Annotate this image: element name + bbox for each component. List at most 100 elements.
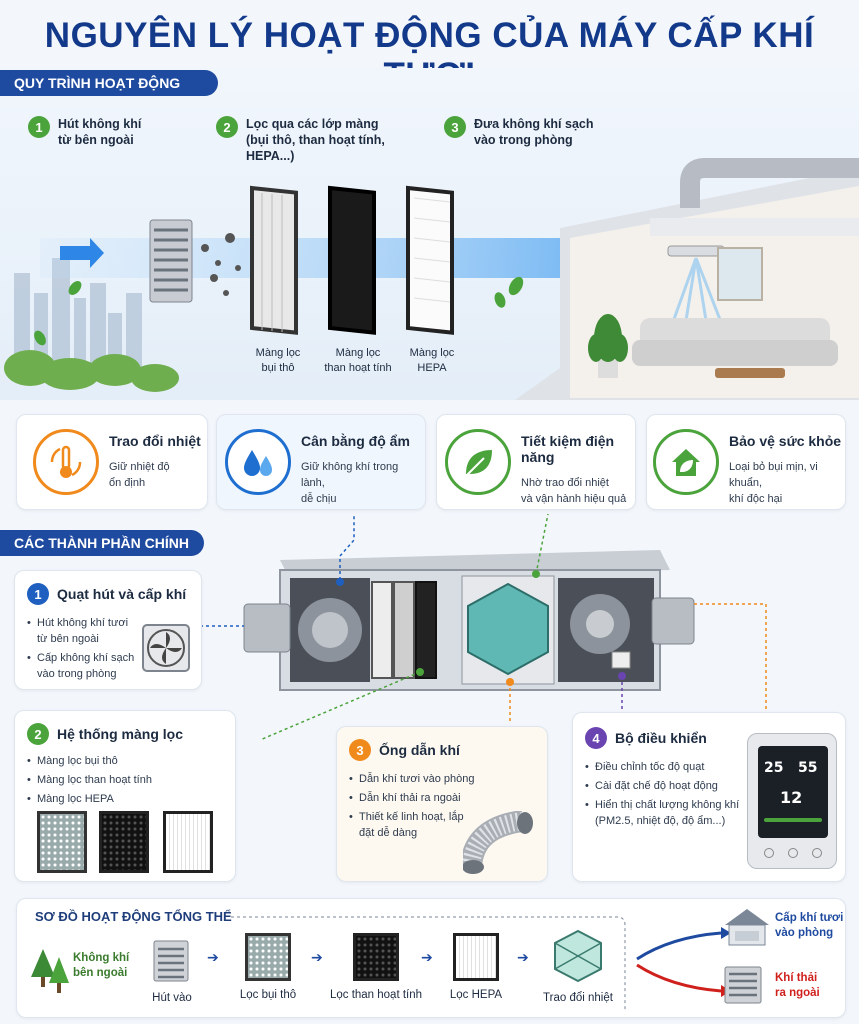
benefit-card-energy-saving: Tiết kiệm điện năng Nhờ trao đổi nhiệt v… <box>436 414 636 510</box>
process-section-label: QUY TRÌNH HOẠT ĐỘNG <box>0 70 218 96</box>
dashed-flow-border <box>231 916 626 1011</box>
step-text: Hút không khí từ bên ngoài <box>58 117 142 147</box>
thermometer-icon <box>33 429 99 495</box>
carbon-filter-icon <box>99 811 149 873</box>
process-section: QUY TRÌNH HOẠT ĐỘNG 1 Hút không khí từ b… <box>0 68 859 400</box>
flow-source-label: Không khí bên ngoài <box>73 952 130 979</box>
flow-stage-carbon: Lọc than hoạt tính <box>323 933 429 1001</box>
vent-icon <box>153 940 189 982</box>
flow-arrow-icon: ➔ <box>421 949 433 965</box>
benefit-card-health: Bảo vệ sức khỏe Loại bỏ bụi mịn, vi khuẩ… <box>646 414 846 510</box>
benefit-title: Cân bằng độ ẩm <box>301 433 410 449</box>
flow-arrow-icon: ➔ <box>207 949 219 965</box>
heat-exchanger-icon <box>554 929 602 983</box>
flow-section: SƠ ĐỒ HOẠT ĐỘNG TỔNG THỂ Không khí bên n… <box>16 898 846 1018</box>
component-duct-list: Dẫn khí tươi vào phòng Dẫn khí thải ra n… <box>349 771 479 844</box>
component-card-fan: 1 Quạt hút và cấp khí Hút không khí tươi… <box>14 570 202 690</box>
flow-arrow-icon: ➔ <box>311 949 323 965</box>
benefit-title: Tiết kiệm điện năng <box>521 433 615 465</box>
list-item: Màng lọc bụi thô <box>27 753 227 769</box>
process-step-2: 2 Lọc qua các lớp màng (bụi thô, than ho… <box>216 116 385 164</box>
flow-section-label: SƠ ĐỒ HOẠT ĐỘNG TỔNG THỂ <box>35 909 232 924</box>
list-item: Hút không khí tươi từ bên ngoài <box>27 615 137 647</box>
benefit-desc: Loại bỏ bụi mịn, vi khuẩn, khí độc hại <box>729 461 818 505</box>
controller-screen: 25 55 12 <box>758 746 828 838</box>
component-card-controller: 4 Bộ điều khiển Điều chỉnh tốc độ quạt C… <box>572 712 846 882</box>
process-illustration <box>0 68 859 400</box>
exhaust-vent-icon <box>724 966 762 1004</box>
benefit-card-humidity: Cân bằng độ ẩm Giữ không khí trong lành,… <box>216 414 426 510</box>
component-filters-list: Màng lọc bụi thô Màng lọc than hoạt tính… <box>27 753 227 810</box>
display-pm: 12 <box>780 788 803 807</box>
display-humidity: 55 <box>798 760 818 776</box>
flexible-duct-icon <box>463 811 533 874</box>
flow-stage-label: Hút vào <box>152 992 192 1004</box>
component-title: Bộ điều khiển <box>615 730 707 746</box>
coarse-filter-icon <box>245 933 291 981</box>
filter-label-hepa: Màng lọc HEPA <box>409 347 455 374</box>
flow-output-supply: Cấp khí tươi vào phòng <box>775 912 844 939</box>
list-item: Màng lọc than hoạt tính <box>27 772 227 788</box>
components-section-label: CÁC THÀNH PHẦN CHÍNH <box>0 530 204 556</box>
component-card-duct: 3 Ống dẫn khí Dẫn khí tươi vào phòng Dẫn… <box>336 726 548 882</box>
flow-arrow-icon: ➔ <box>517 949 529 965</box>
list-item: Dẫn khí tươi vào phòng <box>349 771 479 787</box>
output-arrows <box>636 927 731 997</box>
flow-stage-label: Lọc bụi thô <box>239 989 297 1001</box>
step-text: Lọc qua các lớp màng (bụi thô, than hoạt… <box>246 117 385 163</box>
house-leaf-icon <box>653 429 719 495</box>
flow-stage-intake: Hút vào <box>141 939 203 1004</box>
flow-stage-label: Lọc than hoạt tính <box>329 989 423 1001</box>
component-card-filters: 2 Hệ thống màng lọc Màng lọc bụi thô Màn… <box>14 710 236 882</box>
component-number: 3 <box>349 739 371 761</box>
benefit-title: Bảo vệ sức khỏe <box>729 433 842 449</box>
filter-label-carbon: Màng lọc than hoạt tính <box>324 347 392 374</box>
flow-stage-coarse: Lọc bụi thô <box>233 933 303 1001</box>
component-fan-list: Hút không khí tươi từ bên ngoài Cấp khôn… <box>27 615 137 685</box>
controller-button[interactable] <box>764 848 774 858</box>
fan-icon <box>142 624 190 672</box>
component-number: 4 <box>585 727 607 749</box>
step-number: 1 <box>28 116 50 138</box>
step-number: 3 <box>444 116 466 138</box>
ventilation-unit-illustration <box>243 550 695 691</box>
component-title: Quạt hút và cấp khí <box>57 586 187 602</box>
step-text: Đưa không khí sạch vào trong phòng <box>474 117 594 147</box>
component-title: Hệ thống màng lọc <box>57 726 183 742</box>
benefit-desc: Nhờ trao đổi nhiệt và vận hành hiệu quả <box>521 477 627 505</box>
list-item: Điều chỉnh tốc độ quạt <box>585 759 745 775</box>
benefit-card-heat-exchange: Trao đổi nhiệt Giữ nhiệt độ ổn định <box>16 414 208 510</box>
component-controller-list: Điều chỉnh tốc độ quạt Cài đặt chế độ ho… <box>585 759 745 832</box>
flow-stage-label: Lọc HEPA <box>449 989 503 1001</box>
controller-button[interactable] <box>812 848 822 858</box>
list-item: Thiết kế linh hoạt, lắp đặt dễ dàng <box>349 809 479 841</box>
benefit-desc: Giữ nhiệt độ ổn định <box>109 461 170 489</box>
list-item: Dẫn khí thải ra ngoài <box>349 790 479 806</box>
benefit-title: Trao đổi nhiệt <box>109 433 201 449</box>
process-step-1: 1 Hút không khí từ bên ngoài <box>28 116 141 148</box>
controller-button[interactable] <box>788 848 798 858</box>
list-item: Cấp không khí sạch vào trong phòng <box>27 650 137 682</box>
house-icon <box>725 909 769 946</box>
leaf-icon <box>445 429 511 495</box>
flow-stage-heat-exchange: Trao đổi nhiệt <box>535 929 621 1004</box>
hepa-filter-icon <box>163 811 213 873</box>
component-number: 1 <box>27 583 49 605</box>
component-connector-lines <box>200 513 767 740</box>
component-number: 2 <box>27 723 49 745</box>
display-temperature: 25 <box>764 760 784 776</box>
hepa-filter-icon <box>453 933 499 981</box>
component-title: Ống dẫn khí <box>379 742 460 758</box>
list-item: Cài đặt chế độ hoạt động <box>585 778 745 794</box>
filter-label-coarse: Màng lọc bụi thô <box>255 347 301 374</box>
list-item: Hiển thị chất lượng không khí (PM2.5, nh… <box>585 797 745 829</box>
flow-output-exhaust: Khí thải ra ngoài <box>775 972 820 999</box>
water-drops-icon <box>225 429 291 495</box>
benefit-desc: Giữ không khí trong lành, dễ chịu <box>301 461 399 505</box>
coarse-filter-icon <box>37 811 87 873</box>
process-step-3: 3 Đưa không khí sạch vào trong phòng <box>444 116 594 148</box>
flow-stage-hepa: Lọc HEPA <box>441 933 511 1001</box>
controller-device: 25 55 12 <box>747 733 837 869</box>
step-number: 2 <box>216 116 238 138</box>
tree-icon <box>31 949 69 993</box>
